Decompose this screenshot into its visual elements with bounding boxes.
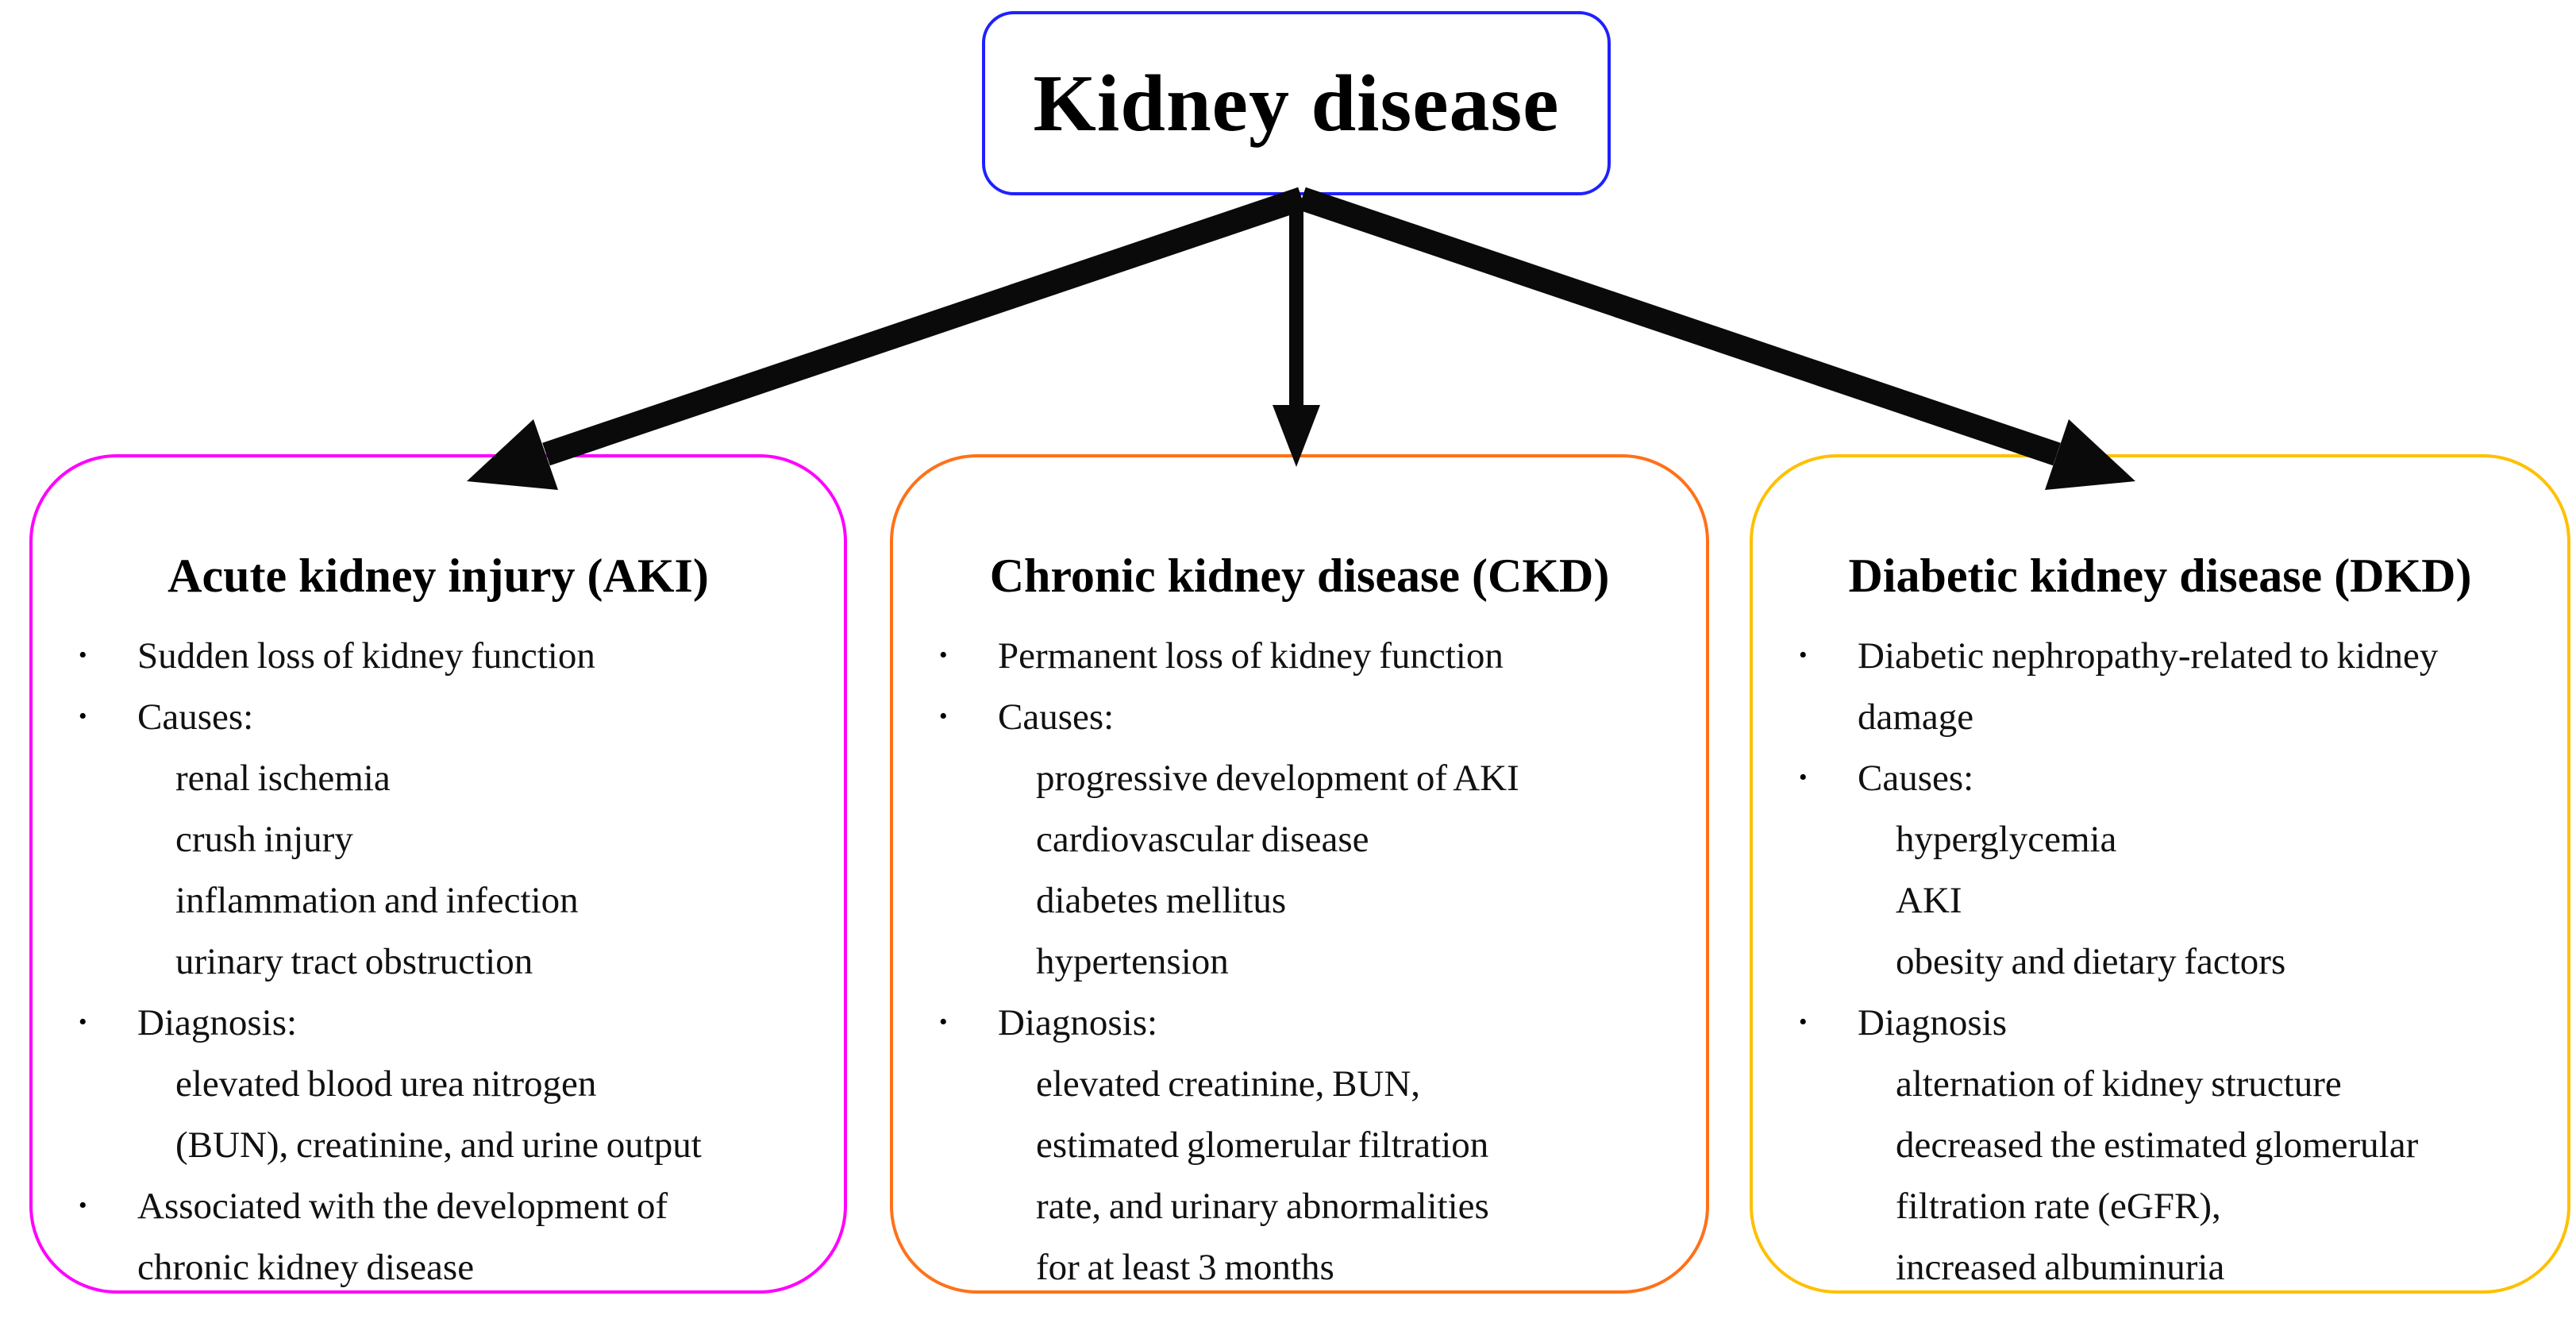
- bullet-line: • Diagnosis:: [33, 992, 844, 1053]
- sub-item-line: obesity and dietary factors: [1753, 931, 2567, 992]
- sub-item-line: alternation of kidney structure: [1753, 1053, 2567, 1114]
- bullet-line: • Diabetic nephropathy-related to kidney: [1753, 625, 2567, 686]
- line-text: progressive development of AKI: [1036, 757, 1519, 799]
- bullet-dot-icon: •: [1799, 642, 1808, 669]
- line-text: renal ischemia: [175, 757, 391, 799]
- sub-item-line: renal ischemia: [33, 747, 844, 808]
- line-text: damage: [1858, 696, 1974, 738]
- bullet-dot-icon: •: [1799, 764, 1808, 791]
- line-text: elevated creatinine, BUN,: [1036, 1063, 1421, 1105]
- sub-item-line: inflammation and infection: [33, 870, 844, 931]
- bullet-line: • Causes:: [1753, 747, 2567, 808]
- dkd-bullet-list: • Diabetic nephropathy-related to kidney d…: [1753, 625, 2567, 1298]
- line-text: Causes:: [1858, 757, 1974, 799]
- line-text: Associated with the development of: [137, 1185, 668, 1227]
- bullet-dot-icon: •: [939, 1009, 948, 1036]
- aki-bullet-list: • Sudden loss of kidney function • Causes: r…: [33, 625, 844, 1298]
- line-text: crush injury: [175, 818, 353, 860]
- line-text: Causes:: [998, 696, 1115, 738]
- bullet-line: • Sudden loss of kidney function: [33, 625, 844, 686]
- line-text: diabetes mellitus: [1036, 879, 1287, 921]
- line-text: for at least 3 months: [1036, 1246, 1334, 1288]
- line-text: hypertension: [1036, 940, 1229, 982]
- line-text: Sudden loss of kidney function: [137, 634, 595, 677]
- sub-item-line: crush injury: [33, 808, 844, 870]
- line-text: increased albuminuria: [1896, 1246, 2225, 1288]
- sub-item-line: urinary tract obstruction: [33, 931, 844, 992]
- sub-item-line: elevated blood urea nitrogen: [33, 1053, 844, 1114]
- line-text: hyperglycemia: [1896, 818, 2117, 860]
- line-text: Causes:: [137, 696, 254, 738]
- ckd-box-title: Chronic kidney disease (CKD): [989, 550, 1610, 602]
- line-text: rate, and urinary abnormalities: [1036, 1185, 1489, 1227]
- arrow-to-aki: [467, 187, 1306, 490]
- sub-item-line: progressive development of AKI: [893, 747, 1706, 808]
- line-text: elevated blood urea nitrogen: [175, 1063, 597, 1105]
- bullet-dot-icon: •: [939, 642, 948, 669]
- sub-item-line: elevated creatinine, BUN,: [893, 1053, 1706, 1114]
- line-text: obesity and dietary factors: [1896, 940, 2286, 982]
- line-text: Permanent loss of kidney function: [998, 634, 1504, 677]
- sub-item-line: increased albuminuria: [1753, 1236, 2567, 1298]
- line-text: AKI: [1896, 879, 1962, 921]
- bullet-line: • Diagnosis:: [893, 992, 1706, 1053]
- line-text: (BUN), creatinine, and urine output: [175, 1124, 702, 1166]
- bullet-dot-icon: •: [79, 1192, 87, 1219]
- sub-item-line: hyperglycemia: [1753, 808, 2567, 870]
- ckd-box: Chronic kidney disease (CKD) • Permanent …: [890, 454, 1709, 1294]
- sub-item-line: estimated glomerular filtration: [893, 1114, 1706, 1175]
- diagram-title: Kidney disease: [1033, 58, 1560, 148]
- sub-item-line: diabetes mellitus: [893, 870, 1706, 931]
- bullet-dot-icon: •: [1799, 1009, 1808, 1036]
- line-text: decreased the estimated glomerular: [1896, 1124, 2419, 1166]
- bullet-dot-icon: •: [939, 703, 948, 730]
- line-text: filtration rate (eGFR),: [1896, 1185, 2221, 1227]
- sub-item-line: cardiovascular disease: [893, 808, 1706, 870]
- arrow-to-dkd: [1298, 187, 2135, 490]
- aki-box-title: Acute kidney injury (AKI): [167, 550, 709, 602]
- continuation-line: chronic kidney disease: [33, 1236, 844, 1298]
- aki-box: Acute kidney injury (AKI) • Sudden loss o…: [29, 454, 847, 1294]
- bullet-line: • Associated with the development of: [33, 1175, 844, 1236]
- sub-item-line: decreased the estimated glomerular: [1753, 1114, 2567, 1175]
- bullet-line: • Causes:: [33, 686, 844, 747]
- ckd-bullet-list: • Permanent loss of kidney function • Cause…: [893, 625, 1706, 1298]
- line-text: Diagnosis: [1858, 1001, 2007, 1043]
- root-node-kidney-disease: Kidney disease: [982, 11, 1611, 195]
- bullet-dot-icon: •: [79, 642, 87, 669]
- line-text: alternation of kidney structure: [1896, 1063, 2342, 1105]
- line-text: inflammation and infection: [175, 879, 579, 921]
- sub-item-line: for at least 3 months: [893, 1236, 1706, 1298]
- line-text: Diagnosis:: [998, 1001, 1158, 1043]
- bullet-line: • Permanent loss of kidney function: [893, 625, 1706, 686]
- sub-item-line: (BUN), creatinine, and urine output: [33, 1114, 844, 1175]
- bullet-line: • Causes:: [893, 686, 1706, 747]
- sub-item-line: rate, and urinary abnormalities: [893, 1175, 1706, 1236]
- sub-item-line: hypertension: [893, 931, 1706, 992]
- line-text: Diabetic nephropathy-related to kidney: [1858, 634, 2439, 677]
- bullet-line: • Diagnosis: [1753, 992, 2567, 1053]
- continuation-line: damage: [1753, 686, 2567, 747]
- dkd-box: Diabetic kidney disease (DKD) • Diabetic …: [1750, 454, 2570, 1294]
- sub-item-line: filtration rate (eGFR),: [1753, 1175, 2567, 1236]
- line-text: chronic kidney disease: [137, 1246, 475, 1288]
- line-text: Diagnosis:: [137, 1001, 298, 1043]
- line-text: cardiovascular disease: [1036, 818, 1369, 860]
- bullet-dot-icon: •: [79, 703, 87, 730]
- line-text: urinary tract obstruction: [175, 940, 533, 982]
- line-text: estimated glomerular filtration: [1036, 1124, 1489, 1166]
- sub-item-line: AKI: [1753, 870, 2567, 931]
- arrow-to-ckd: [1273, 199, 1320, 467]
- bullet-dot-icon: •: [79, 1009, 87, 1036]
- dkd-box-title: Diabetic kidney disease (DKD): [1848, 550, 2472, 602]
